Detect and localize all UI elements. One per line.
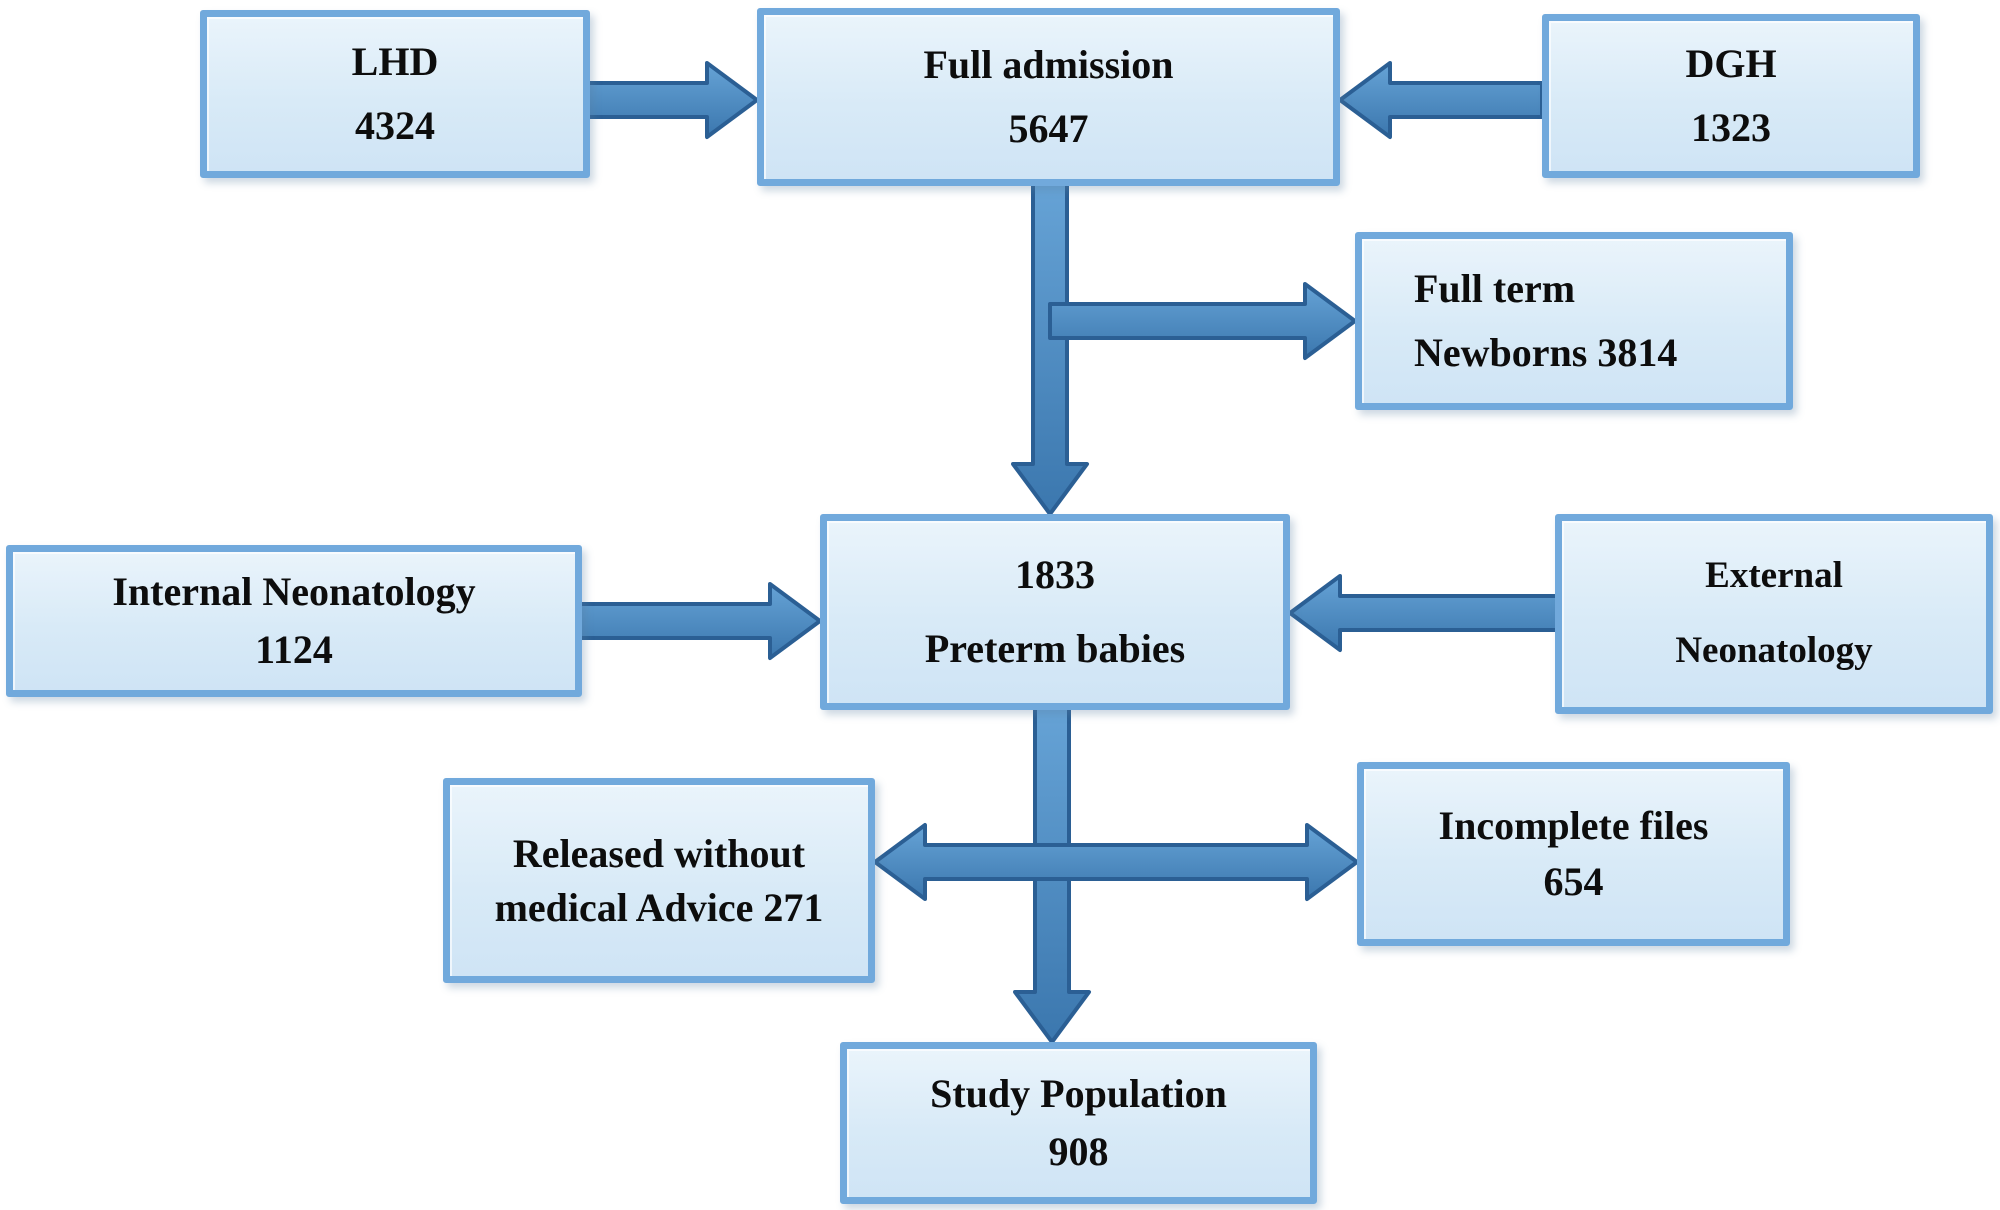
node-internal-count: 1124 (255, 627, 333, 672)
node-released-label-2: medical Advice 271 (494, 884, 824, 930)
node-full-term-newborns: Full term Newborns 3814 (1355, 232, 1793, 410)
arrow-dgh-to-admission (1338, 61, 1544, 139)
node-released-without-advice: Released without medical Advice 271 (443, 778, 875, 983)
node-internal-label: Internal Neonatology (112, 569, 476, 614)
node-preterm-babies: 1833 Preterm babies (820, 514, 1290, 710)
arrow-admission-to-preterm (1011, 182, 1089, 516)
arrow-branch-to-fullterm (1048, 282, 1357, 360)
node-full-term-label: Full term (1414, 266, 1576, 311)
node-full-term-count: Newborns 3814 (1414, 330, 1678, 375)
node-incomplete-files: Incomplete files 654 (1357, 762, 1790, 946)
arrow-internal-to-preterm (578, 582, 822, 660)
node-external-label-2: Neonatology (1675, 630, 1873, 671)
node-external-label-1: External (1705, 555, 1843, 597)
node-lhd: LHD 4324 (200, 10, 590, 178)
node-full-admission-label: Full admission (923, 42, 1174, 87)
node-preterm-label: Preterm babies (924, 626, 1186, 671)
node-incomplete-count: 654 (1543, 859, 1604, 904)
node-dgh: DGH 1323 (1542, 14, 1920, 178)
node-study-population: Study Population 908 (840, 1042, 1317, 1204)
node-study-label: Study Population (930, 1071, 1227, 1116)
node-released-label-1: Released without (512, 830, 806, 876)
node-lhd-count: 4324 (355, 103, 435, 148)
node-incomplete-label: Incomplete files (1438, 803, 1709, 848)
arrow-branch-released-incomplete (873, 823, 1359, 901)
node-dgh-label: DGH (1685, 41, 1777, 86)
arrow-external-to-preterm (1288, 574, 1559, 652)
node-full-admission-count: 5647 (1008, 106, 1089, 151)
node-preterm-count: 1833 (1015, 552, 1095, 597)
arrow-lhd-to-admission (586, 61, 759, 139)
node-internal-neonatology: Internal Neonatology 1124 (6, 545, 582, 697)
node-study-count: 908 (1048, 1129, 1109, 1174)
node-dgh-count: 1323 (1691, 105, 1771, 150)
node-full-admission: Full admission 5647 (757, 8, 1340, 186)
node-external-neonatology: External Neonatology (1555, 514, 1993, 714)
node-lhd-label: LHD (351, 39, 439, 84)
